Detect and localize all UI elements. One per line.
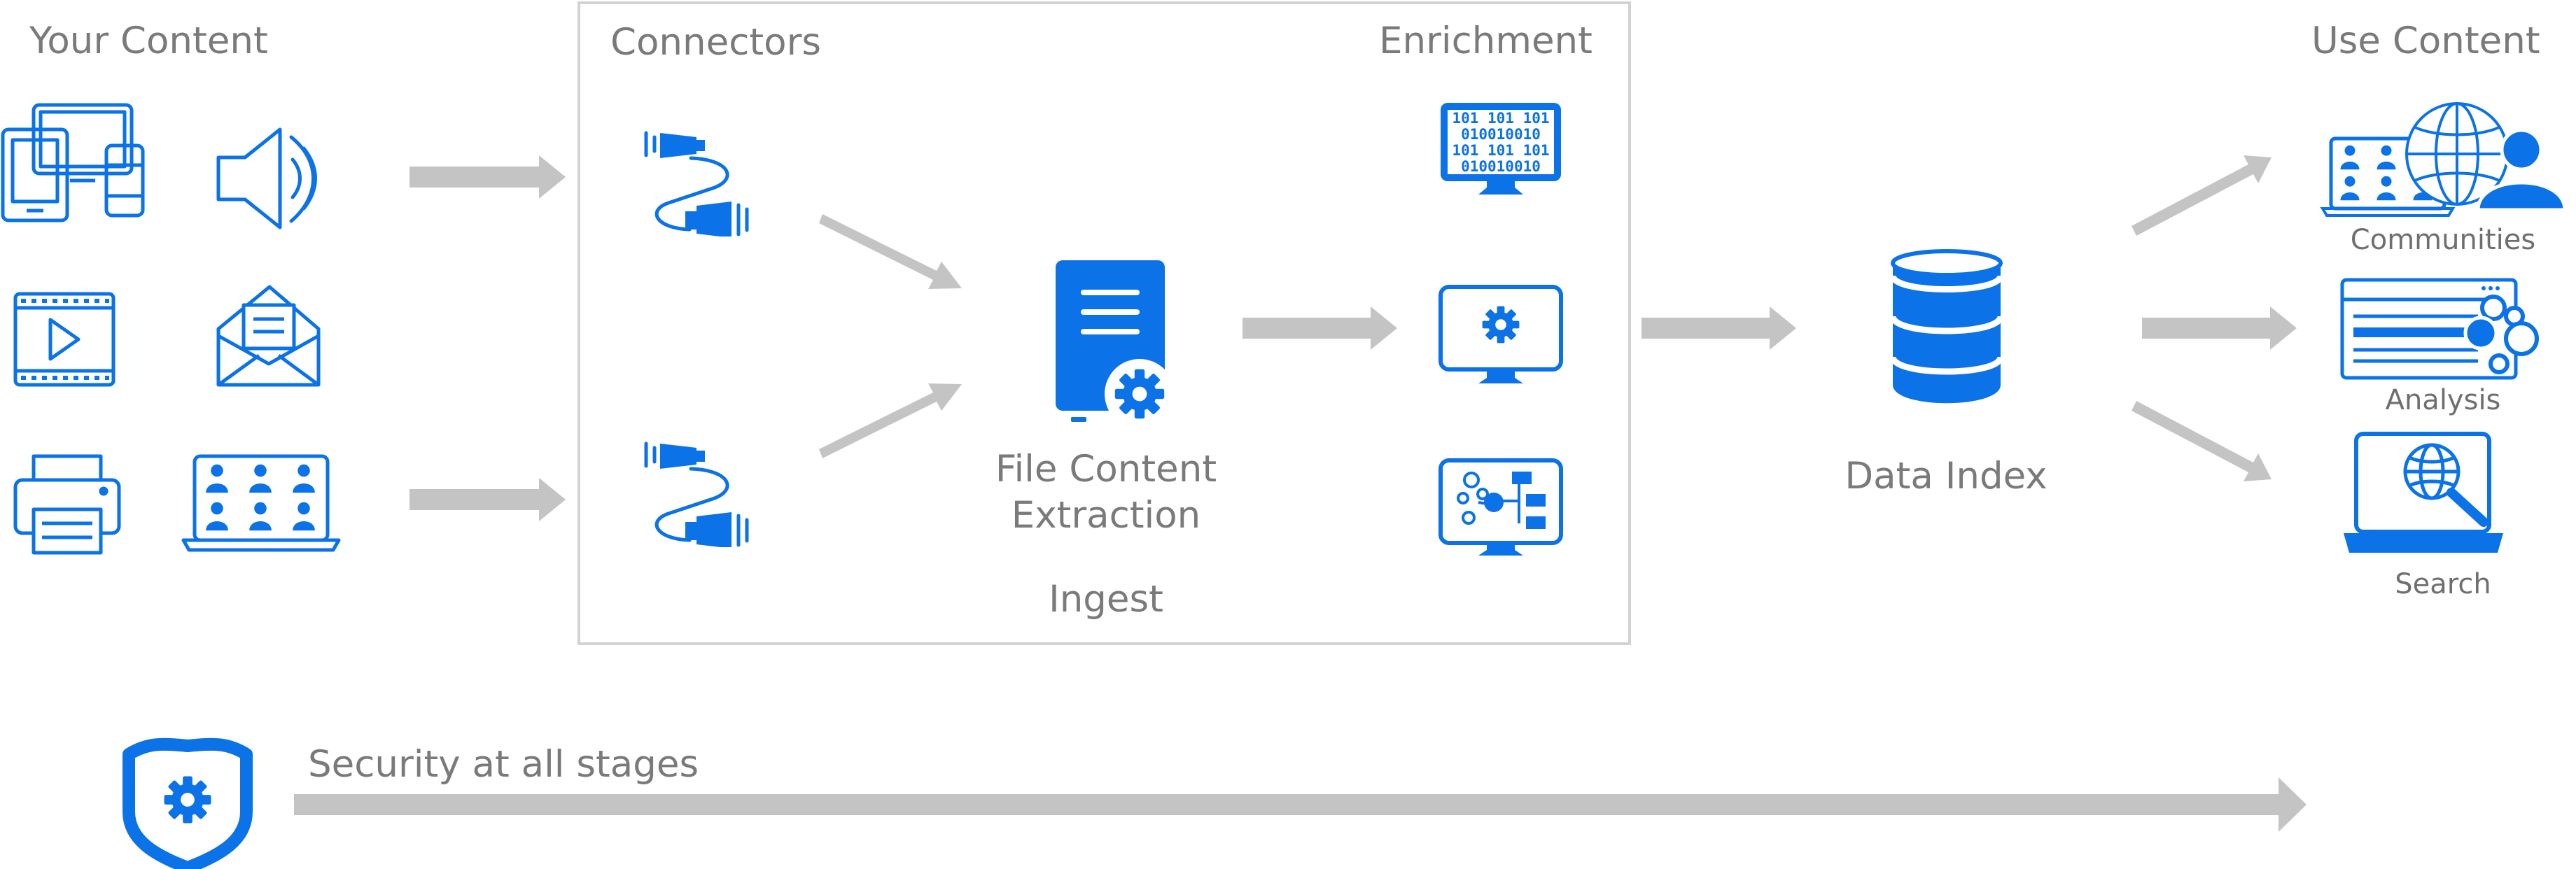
arrow-security-span xyxy=(294,777,2306,832)
binary-row: 101 101 101 xyxy=(1452,142,1549,159)
devices-icon xyxy=(1,103,145,222)
binary-monitor-icon: 101 101 101 010010010 101 101 101 010010… xyxy=(1441,103,1561,195)
file-content-label-line1: File Content xyxy=(995,448,1217,490)
enrichment-heading: Enrichment xyxy=(1379,20,1592,62)
ingest-label: Ingest xyxy=(1049,578,1163,621)
envelope-icon xyxy=(216,285,321,387)
binary-row: 010010010 xyxy=(1461,158,1541,175)
analytics-monitor-icon xyxy=(1438,458,1563,556)
connectors-heading: Connectors xyxy=(610,21,821,64)
settings-monitor-icon xyxy=(1438,285,1563,383)
search-icon xyxy=(2344,432,2503,553)
globe-icon xyxy=(2405,102,2509,206)
arrow-index-to-search xyxy=(2132,401,2272,481)
arrow-enrichment-to-index xyxy=(1642,306,1796,350)
flow-arrows xyxy=(294,155,2306,832)
data-index-label: Data Index xyxy=(1844,455,2047,497)
speaker-icon xyxy=(216,127,317,229)
search-label: Search xyxy=(2395,568,2491,600)
arrow-content-to-connectors-top xyxy=(410,155,566,199)
analysis-icon xyxy=(2340,278,2539,380)
arrow-index-to-communities xyxy=(2132,155,2272,236)
analysis-label: Analysis xyxy=(2385,384,2501,416)
connector-top-icon xyxy=(646,133,747,238)
security-label: Security at all stages xyxy=(308,743,699,786)
arrow-connector-bottom-to-extraction xyxy=(819,383,962,458)
use-content-heading: Use Content xyxy=(2311,20,2540,62)
database-icon xyxy=(1889,249,2004,404)
arrow-connector-top-to-extraction xyxy=(819,214,962,289)
ingest-box xyxy=(578,1,1631,645)
arrow-content-to-connectors-bottom xyxy=(410,478,566,521)
printer-icon xyxy=(13,454,121,555)
binary-row: 101 101 101 xyxy=(1452,110,1549,127)
arrow-index-to-analysis xyxy=(2142,306,2297,350)
file-extraction-icon xyxy=(1056,260,1175,429)
meeting-laptop-icon xyxy=(181,454,341,552)
communities-label: Communities xyxy=(2350,224,2536,256)
video-icon xyxy=(13,292,115,387)
security-shield-icon xyxy=(122,737,253,869)
arrow-extraction-to-enrichment xyxy=(1242,306,1397,350)
file-content-label-line2: Extraction xyxy=(1011,494,1201,537)
communities-icon xyxy=(2320,102,2567,217)
connector-bottom-icon xyxy=(646,444,747,549)
your-content-heading: Your Content xyxy=(29,20,268,62)
binary-row: 010010010 xyxy=(1461,126,1541,143)
